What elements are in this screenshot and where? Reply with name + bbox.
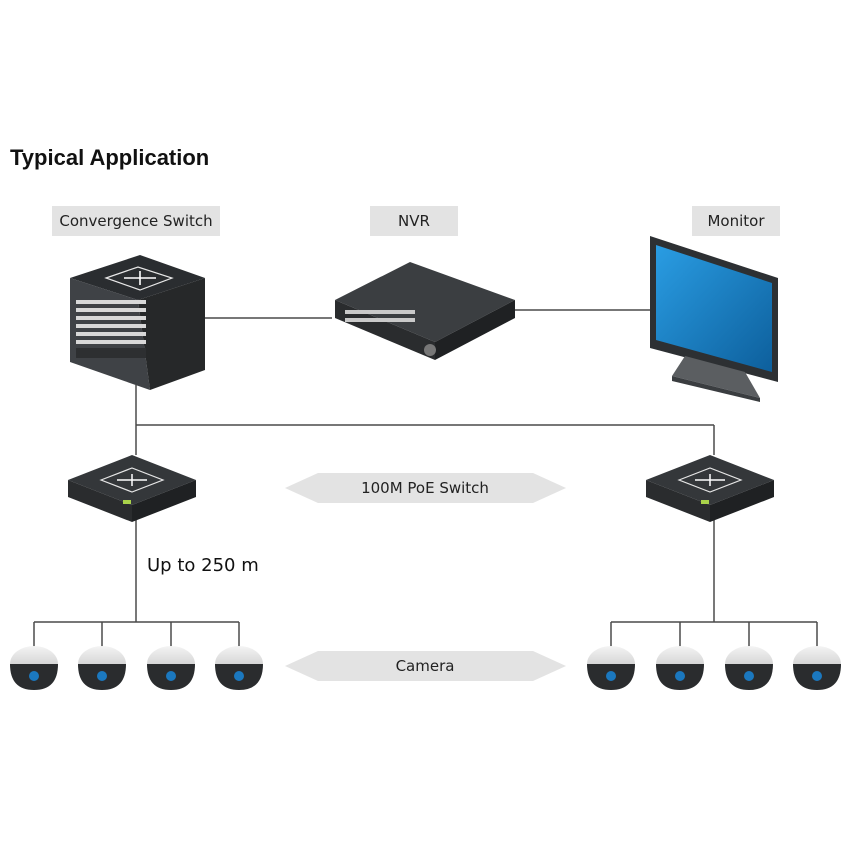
right-poe-switch-icon	[646, 455, 774, 522]
left-poe-switch-icon	[68, 455, 196, 522]
left-camera-3-icon	[147, 646, 195, 690]
right-camera-3-icon	[725, 646, 773, 690]
right-camera-1-icon	[587, 646, 635, 690]
camera-arrow-shape	[285, 651, 566, 681]
convergence-switch-label: Convergence Switch	[52, 206, 220, 236]
right-camera-2-icon	[656, 646, 704, 690]
monitor-label: Monitor	[692, 206, 780, 236]
right-camera-4-icon	[793, 646, 841, 690]
left-camera-1-icon	[10, 646, 58, 690]
left-camera-2-icon	[78, 646, 126, 690]
poe-switch-arrow-shape	[285, 473, 566, 503]
connection-lines	[33, 309, 818, 648]
camera-label: Camera	[395, 657, 455, 675]
monitor-icon	[650, 236, 778, 402]
distance-label: Up to 250 m	[147, 555, 259, 576]
page-title: Typical Application	[10, 145, 210, 170]
left-camera-4-icon	[215, 646, 263, 690]
nvr-label: NVR	[370, 206, 458, 236]
convergence-switch-icon	[70, 255, 205, 390]
poe-switch-label: 100M PoE Switch	[361, 479, 489, 497]
nvr-icon	[335, 262, 515, 360]
